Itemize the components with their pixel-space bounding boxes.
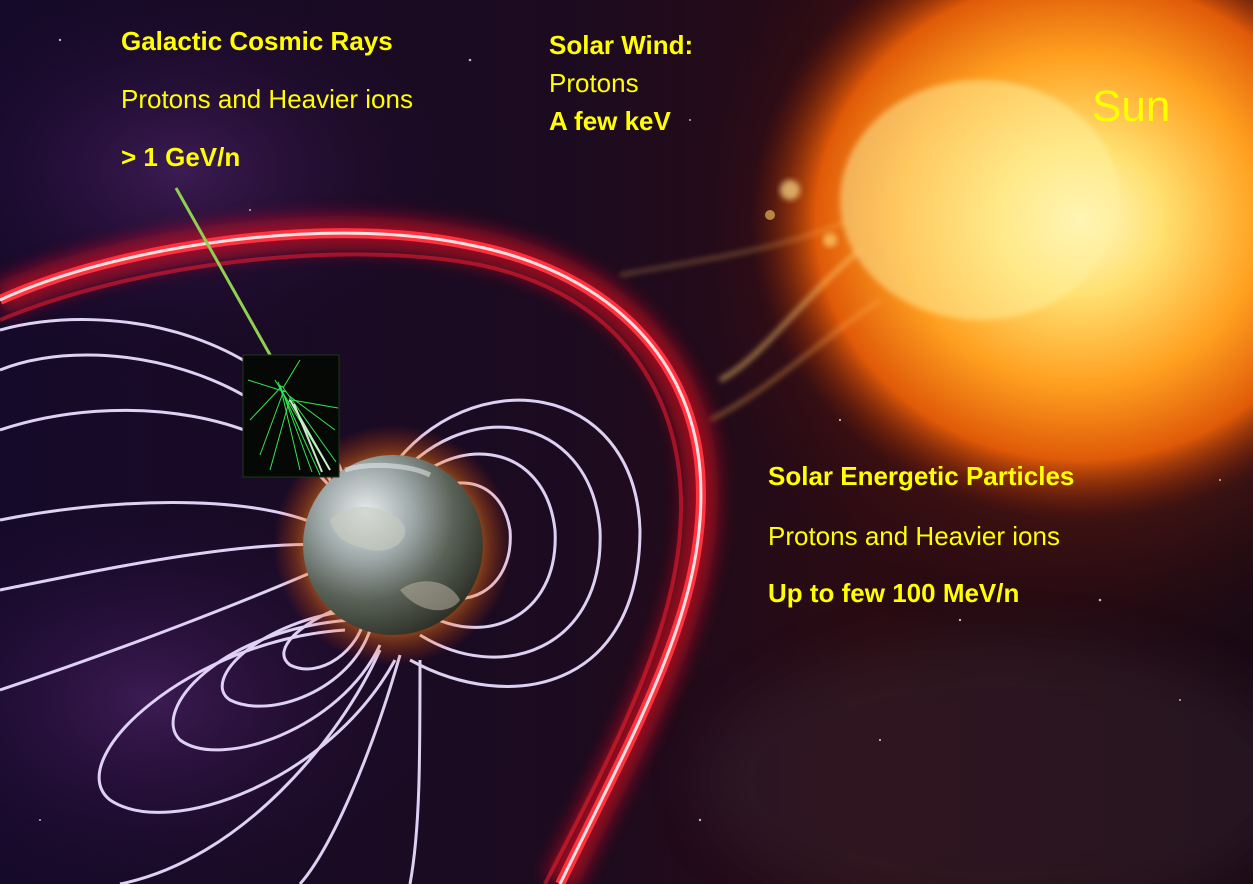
dust-cloud [700,640,1253,884]
gcr-energy: > 1 GeV/n [121,142,241,172]
gcr-title: Galactic Cosmic Rays [121,26,393,56]
sun-label: Sun [1092,82,1171,131]
solar-wind-energy: A few keV [549,106,671,136]
solar-wind-composition: Protons [549,68,639,98]
bow-shock-icon [0,216,718,884]
earth-icon [273,425,513,665]
sep-title: Solar Energetic Particles [768,461,1075,491]
sep-composition: Protons and Heavier ions [768,521,1060,551]
sun-icon [619,0,1253,650]
gcr-composition: Protons and Heavier ions [121,84,413,114]
solar-wind-title: Solar Wind: [549,30,694,60]
sep-energy: Up to few 100 MeV/n [768,578,1020,608]
stars [39,38,1221,822]
particle-shower-icon [242,354,340,478]
